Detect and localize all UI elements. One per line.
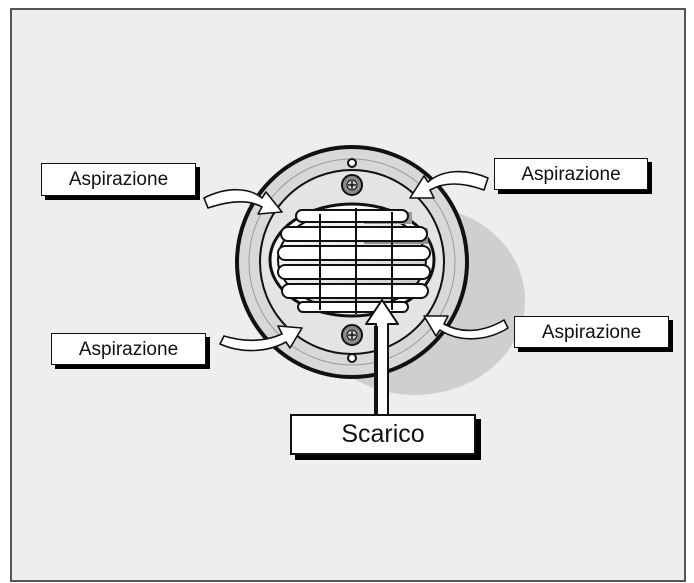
screw-icon	[341, 324, 363, 346]
intake-label-top-left: Aspirazione	[41, 163, 196, 196]
air-flow-arrow-icon	[423, 315, 509, 340]
mount-hole	[347, 353, 357, 363]
exhaust-label: Scarico	[290, 414, 476, 455]
intake-label-bottom-right: Aspirazione	[514, 316, 669, 348]
exhaust-arrow-icon	[365, 299, 399, 419]
intake-label-top-right: Aspirazione	[494, 158, 648, 190]
mount-hole	[347, 158, 357, 168]
air-flow-arrow-icon	[409, 170, 489, 199]
screw-icon	[341, 174, 363, 196]
intake-label-bottom-left: Aspirazione	[51, 333, 206, 365]
air-flow-arrow-icon	[219, 325, 303, 352]
grille-dividers	[319, 208, 393, 314]
air-flow-arrow-icon	[203, 188, 283, 215]
